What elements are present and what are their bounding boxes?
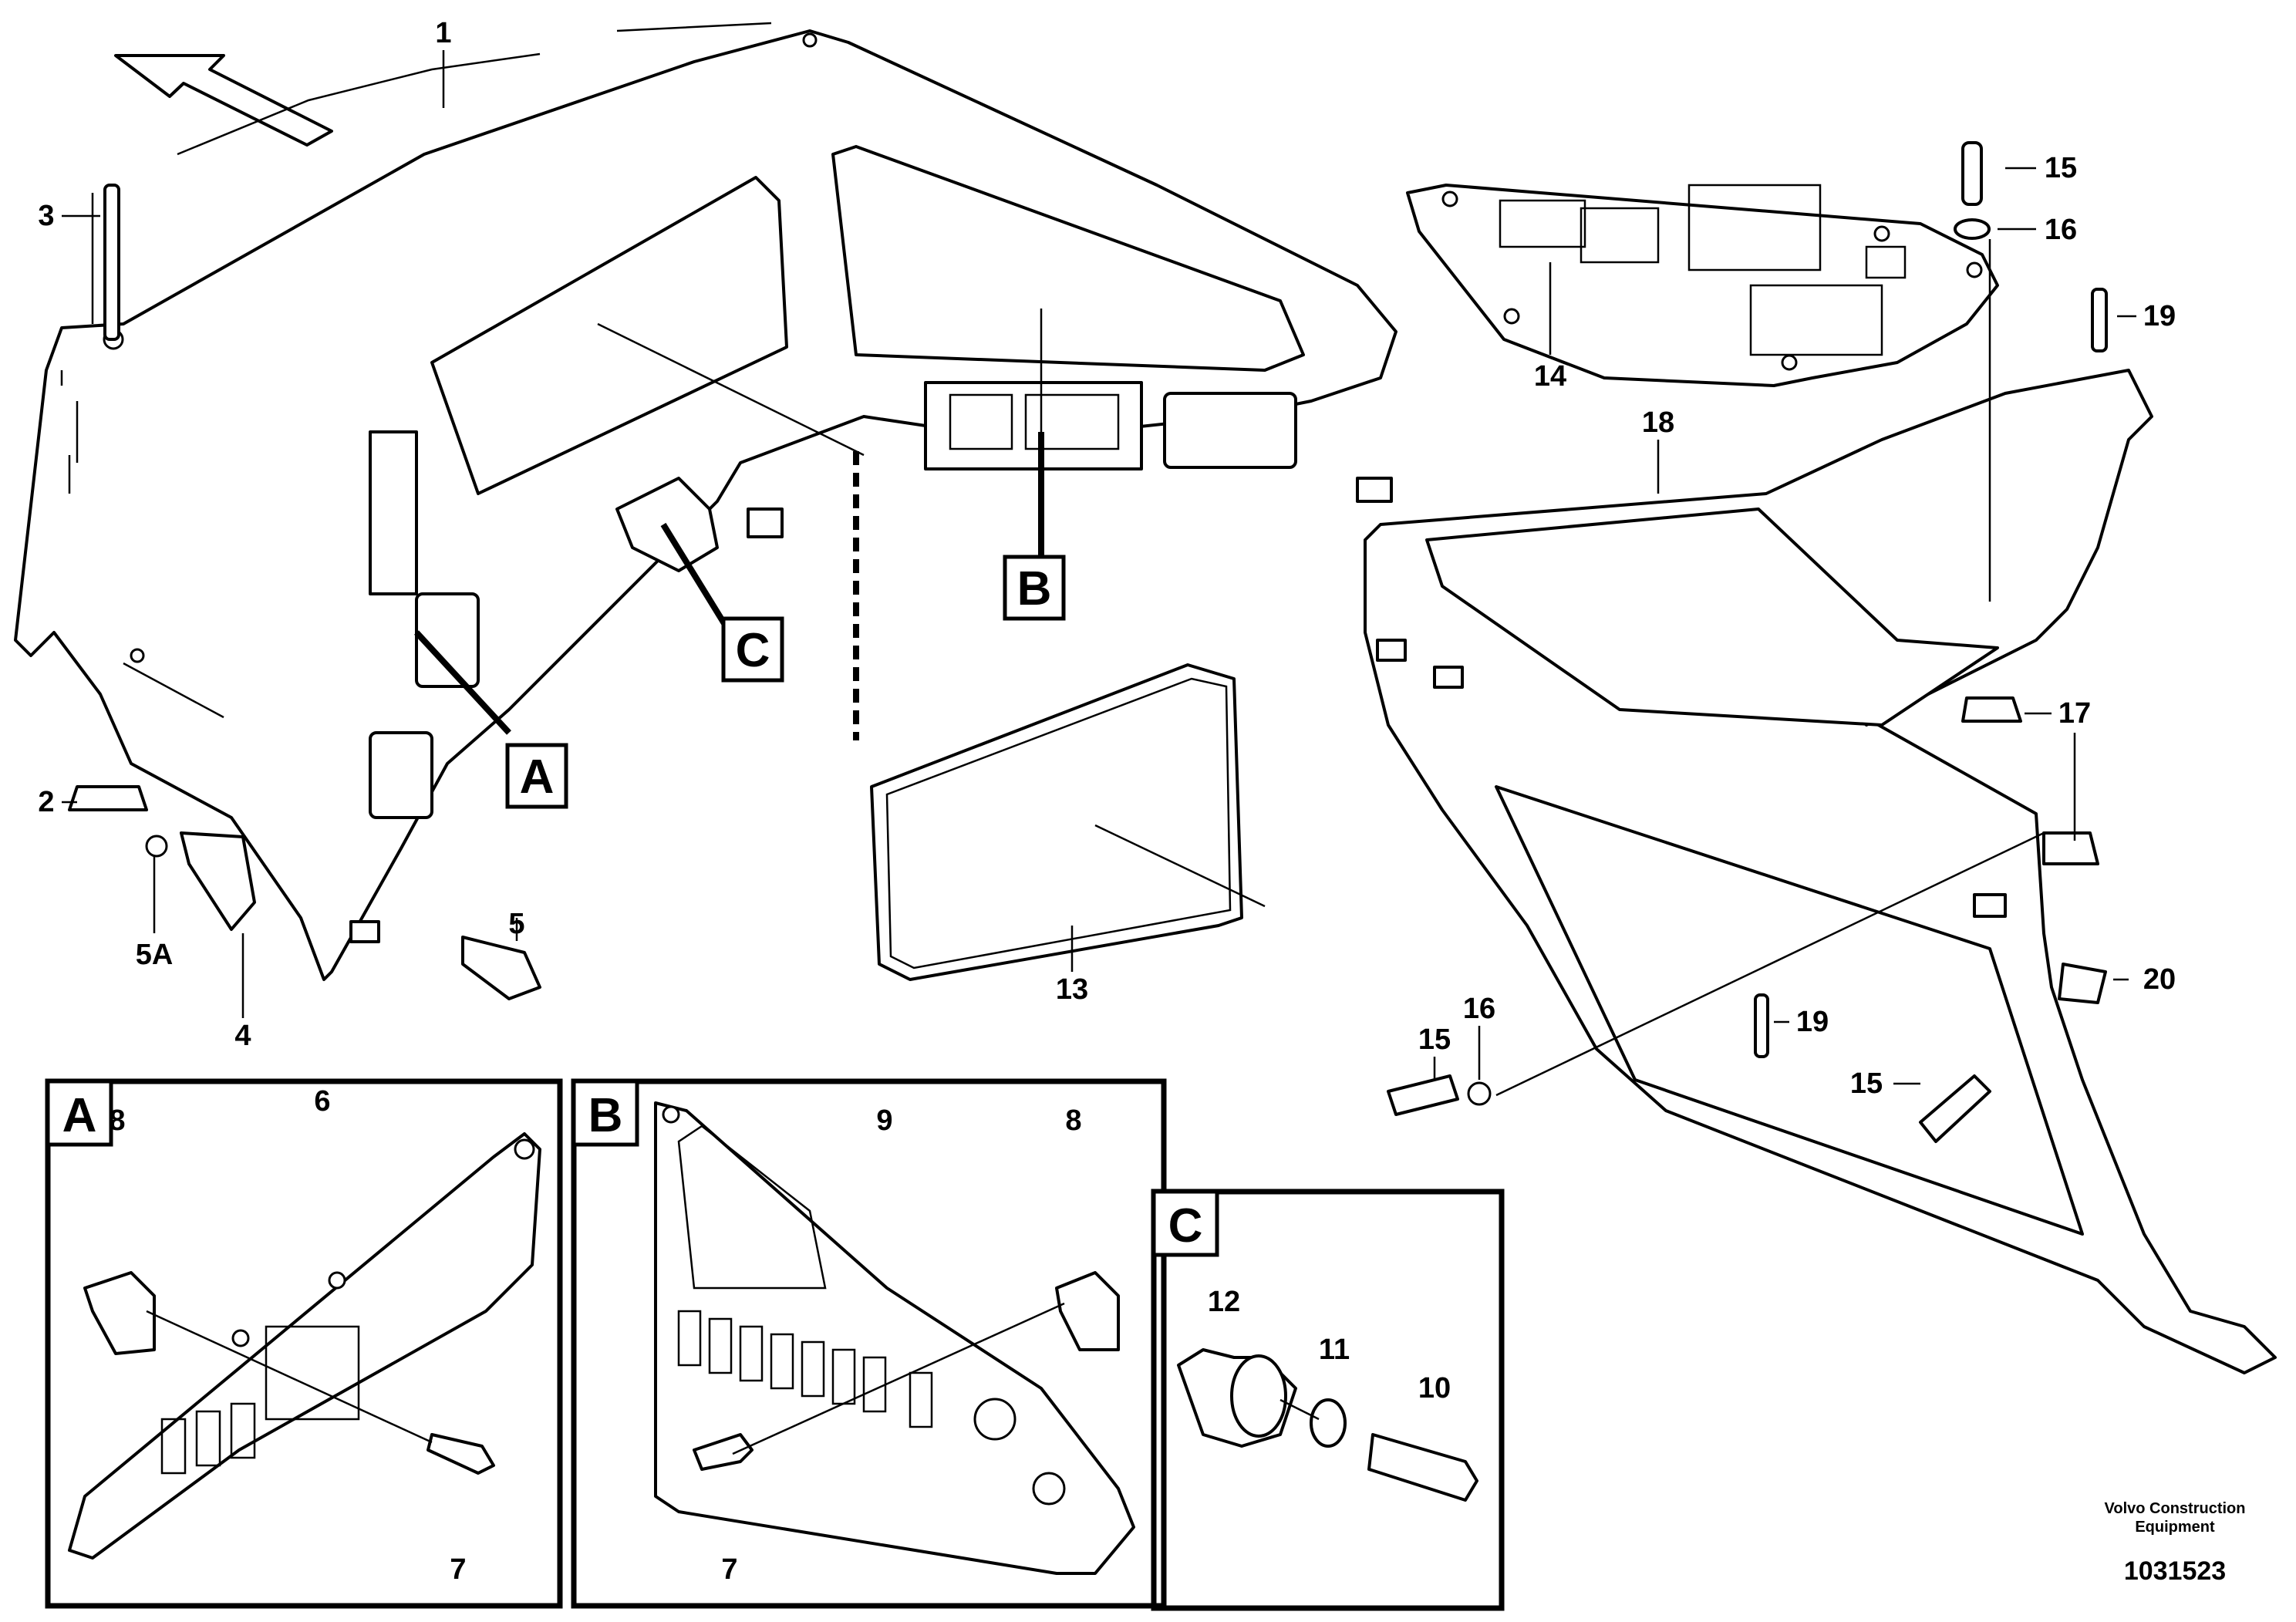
- callout-16-top: 16: [2045, 214, 2077, 246]
- callout-12: 12: [1208, 1286, 1240, 1318]
- part-17-clip-lower: [2042, 831, 2099, 865]
- callout-19-lower: 19: [1796, 1006, 1829, 1038]
- callout-18: 18: [1642, 406, 1674, 439]
- callout-17: 17: [2058, 697, 2091, 730]
- part-2-clip: [68, 785, 148, 811]
- part-5a-washer: [145, 835, 168, 858]
- detail-reference-lines: [414, 432, 1044, 740]
- detail-b-panel: B: [571, 1078, 1167, 1609]
- callout-1: 1: [435, 17, 451, 49]
- callout-11: 11: [1319, 1334, 1350, 1366]
- part-16-washer: [1954, 218, 1991, 240]
- part-16b-washer: [1467, 1081, 1492, 1106]
- callout-13: 13: [1056, 973, 1088, 1006]
- callout-19-top: 19: [2143, 300, 2176, 332]
- callout-labels: 1 3 2 5A 4 5 13 14 15 16 18 19 17 20 15 …: [38, 17, 2176, 1586]
- document-number: 1031523: [2124, 1556, 2226, 1586]
- seal-frame: [870, 663, 1243, 981]
- callout-7-b: 7: [721, 1553, 737, 1586]
- leader-lines: [62, 50, 2136, 1097]
- svg-text:B: B: [1017, 562, 1052, 615]
- callout-5a: 5A: [136, 939, 174, 971]
- part-19-bolt: [2091, 288, 2108, 352]
- callout-7-a: 7: [450, 1553, 466, 1586]
- callout-3: 3: [38, 200, 54, 232]
- part-19b-bolt: [1754, 993, 1769, 1058]
- part-15-bolt: [1961, 141, 1983, 206]
- hardware: [68, 141, 2108, 1143]
- detail-c-panel: C: [1151, 1189, 1505, 1611]
- callout-15-top: 15: [2045, 152, 2077, 184]
- callout-15-left: 15: [1418, 1023, 1451, 1056]
- svg-text:C: C: [736, 624, 770, 677]
- callout-8-b: 8: [1065, 1104, 1081, 1137]
- callout-20: 20: [2143, 963, 2176, 996]
- svg-text:A: A: [520, 750, 555, 804]
- svg-text:C: C: [1168, 1199, 1203, 1253]
- callout-8-a: 8: [109, 1104, 125, 1137]
- callout-6: 6: [314, 1085, 330, 1118]
- direction-arrow-icon: [114, 54, 333, 147]
- callout-10: 10: [1418, 1372, 1451, 1404]
- footer: Volvo Construction Equipment 1031523: [2105, 1500, 2246, 1586]
- callout-4: 4: [234, 1020, 251, 1052]
- detail-label-c-ref: C: [721, 616, 784, 683]
- part-15c-bolt: [1919, 1074, 1991, 1143]
- part-4-bracket: [180, 831, 256, 931]
- part-5-bolt: [461, 936, 541, 1000]
- detail-a-panel: A: [45, 1078, 563, 1609]
- part-15b-bolt: [1387, 1074, 1459, 1116]
- callout-15-right: 15: [1850, 1067, 1883, 1100]
- brand-line-1: Volvo Construction: [2105, 1500, 2246, 1517]
- callout-14: 14: [1534, 360, 1566, 393]
- callout-5: 5: [508, 908, 524, 940]
- part-20-clip: [2058, 963, 2107, 1004]
- callout-2: 2: [38, 786, 54, 818]
- part-17-clip: [1961, 696, 2022, 723]
- callout-9: 9: [876, 1104, 892, 1137]
- dashboard-cover: [14, 22, 1397, 981]
- upper-panel: [1406, 184, 1999, 387]
- svg-text:A: A: [62, 1089, 97, 1142]
- part-3-bolt: [103, 184, 120, 341]
- callout-16-left: 16: [1463, 993, 1495, 1025]
- detail-label-b-ref: B: [1003, 555, 1066, 621]
- brand-line-2: Equipment: [2135, 1519, 2215, 1536]
- detail-label-a-ref: A: [505, 743, 568, 809]
- svg-text:B: B: [588, 1089, 623, 1142]
